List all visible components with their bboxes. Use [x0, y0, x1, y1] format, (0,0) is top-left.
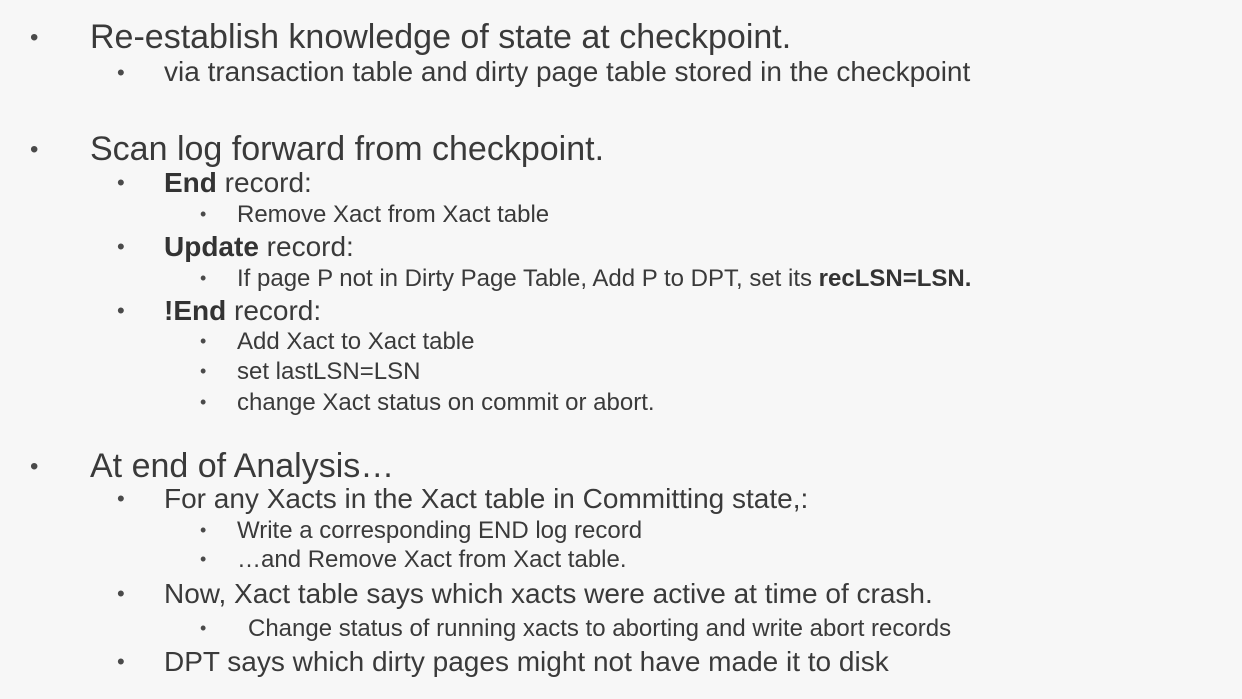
bold-keyword: !End: [164, 295, 227, 326]
bold-keyword: recLSN=LSN.: [818, 265, 972, 292]
bullet-text-level2: End record:: [164, 169, 312, 197]
bullet-text-rest: If page P not in Dirty Page Table, Add P…: [237, 265, 819, 292]
bullet-icon: •: [200, 268, 207, 288]
bullet-icon: •: [200, 549, 207, 569]
bold-keyword: End: [164, 167, 217, 198]
bullet-text-rest: record:: [258, 231, 354, 262]
bullet-icon: •: [30, 24, 39, 51]
bullet-text-level3: If page P not in Dirty Page Table, Add P…: [237, 267, 971, 291]
bullet-text-level3: set lastLSN=LSN: [237, 358, 421, 385]
bullet-text-level1: Scan log forward from checkpoint.: [90, 130, 605, 168]
bullet-text-level2: via transaction table and dirty page tab…: [164, 56, 971, 87]
bullet-icon: •: [117, 581, 125, 606]
bullet-icon: •: [200, 204, 207, 224]
bullet-text-level3: Add Xact to Xact table: [237, 328, 475, 355]
bullet-icon: •: [117, 649, 125, 674]
bullet-icon: •: [117, 234, 125, 259]
bullet-icon: •: [200, 331, 207, 351]
bullet-icon: •: [117, 170, 125, 195]
bullet-text-level3: Change status of running xacts to aborti…: [248, 615, 952, 642]
bullet-text-level2: Update record:: [164, 233, 354, 261]
bullet-icon: •: [30, 136, 39, 163]
bullet-text-rest: record:: [226, 295, 322, 326]
bullet-text-rest: record:: [216, 167, 312, 198]
bullet-icon: •: [200, 520, 207, 540]
bullet-text-level3: Write a corresponding END log record: [237, 517, 643, 544]
bullet-text-level2: DPT says which dirty pages might not hav…: [164, 646, 889, 677]
bullet-icon: •: [200, 361, 207, 381]
bullet-text-level2: Now, Xact table says which xacts were ac…: [164, 578, 933, 609]
bullet-icon: •: [30, 453, 39, 480]
bold-keyword: Update: [164, 231, 259, 262]
bullet-icon: •: [200, 618, 207, 638]
bullet-text-level2: !End record:: [164, 297, 321, 325]
bullet-text-level3: change Xact status on commit or abort.: [237, 389, 655, 416]
bullet-text-level1: At end of Analysis…: [90, 447, 395, 485]
bullet-icon: •: [117, 486, 125, 511]
bullet-icon: •: [117, 298, 125, 323]
bullet-text-level3: Remove Xact from Xact table: [237, 201, 550, 228]
bullet-text-level2: For any Xacts in the Xact table in Commi…: [164, 483, 809, 514]
bullet-icon: •: [117, 60, 125, 85]
bullet-icon: •: [200, 392, 207, 412]
bullet-text-level3: …and Remove Xact from Xact table.: [237, 546, 627, 573]
bullet-text-level1: Re-establish knowledge of state at check…: [90, 18, 792, 56]
